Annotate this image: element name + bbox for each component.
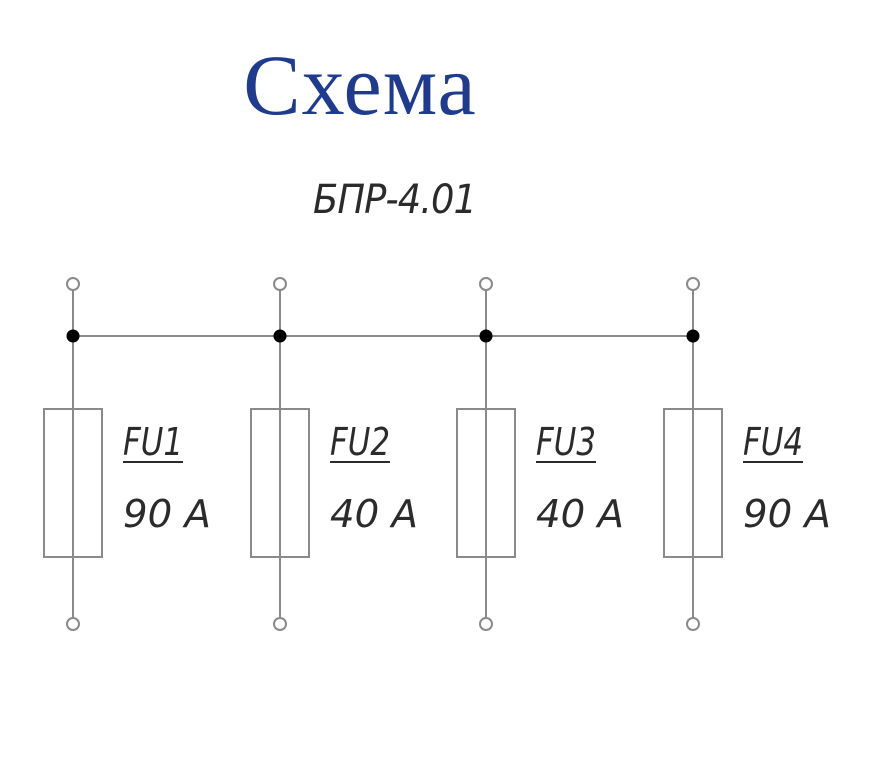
fuse-designation: FU4 bbox=[743, 420, 803, 464]
terminal-top-icon bbox=[66, 277, 80, 291]
terminal-top-icon bbox=[273, 277, 287, 291]
fuse-branch: FU1 90 A bbox=[43, 277, 211, 631]
junction-node-icon bbox=[273, 329, 287, 343]
fuse-designation: FU3 bbox=[536, 420, 596, 464]
fuse-branch: FU3 40 A bbox=[456, 277, 624, 631]
fuse-designation: FU2 bbox=[330, 420, 390, 464]
junction-node-icon bbox=[479, 329, 493, 343]
fuse-branch: FU4 90 A bbox=[663, 277, 831, 631]
terminal-bottom-icon bbox=[686, 617, 700, 631]
fuse-rating: 90 A bbox=[123, 492, 211, 536]
terminal-bottom-icon bbox=[66, 617, 80, 631]
fuse-designation: FU1 bbox=[123, 420, 183, 464]
terminal-bottom-icon bbox=[479, 617, 493, 631]
terminal-top-icon bbox=[686, 277, 700, 291]
terminal-top-icon bbox=[479, 277, 493, 291]
terminal-bottom-icon bbox=[273, 617, 287, 631]
fuse-rating: 40 A bbox=[330, 492, 418, 536]
page-title: Схема bbox=[243, 37, 477, 133]
fuses-layer: FU1 90 A FU2 40 A FU3 40 A FU4 90 A bbox=[43, 277, 831, 631]
fuse-branch: FU2 40 A bbox=[250, 277, 418, 631]
fuse-rating: 40 A bbox=[536, 492, 624, 536]
fuse-rating: 90 A bbox=[743, 492, 831, 536]
junction-node-icon bbox=[66, 329, 80, 343]
device-model-label: БПР-4.01 bbox=[313, 177, 477, 223]
junction-node-icon bbox=[686, 329, 700, 343]
